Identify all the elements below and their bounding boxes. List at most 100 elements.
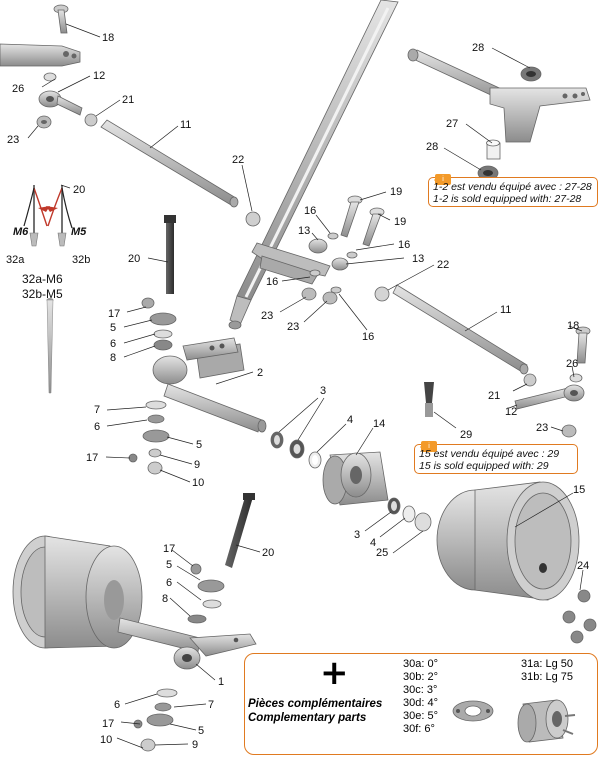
note-fr: 15 est vendu équipé avec : 29: [419, 448, 560, 460]
callout-22: 22: [437, 259, 449, 271]
callout-6: 6: [94, 421, 100, 433]
callout-15: 15: [573, 484, 585, 496]
callout-11: 11: [180, 119, 191, 131]
camber-item: 30b: 2°: [403, 671, 438, 683]
nut-21-top: [84, 113, 98, 127]
callout-2: 2: [257, 367, 263, 379]
camber-adapter-image: [452, 700, 494, 722]
note-en: 15 is sold equipped with: 29: [419, 460, 549, 472]
callout-7: 7: [94, 404, 100, 416]
nuts-24: [562, 589, 597, 644]
kingpin-20-b: [225, 493, 255, 568]
callout-8: 8: [110, 352, 116, 364]
callout-4: 4: [370, 537, 376, 549]
callout-32a: 32a: [6, 254, 25, 266]
callout-28: 28: [426, 141, 438, 153]
bolt-18-top: [53, 4, 69, 34]
callout-5: 5: [166, 559, 172, 571]
complementary-parts-box: + Pièces complémentaires Complementary p…: [244, 653, 598, 755]
callout-9: 9: [192, 739, 198, 751]
complementary-title-en: Complementary parts: [248, 712, 367, 724]
spindle-1: [117, 617, 257, 670]
callout-16: 16: [398, 239, 410, 251]
callout-17: 17: [163, 543, 175, 555]
note-en: 1-2 is sold equipped with: 27-28: [433, 193, 582, 205]
spindle-2: [152, 337, 267, 433]
washers-lower: [187, 563, 225, 624]
bolts-32: [23, 185, 73, 247]
bolt-label-m5: M5: [71, 226, 87, 238]
callout-25: 25: [376, 547, 388, 559]
bolts-19: [340, 195, 385, 247]
bearing-28-bottom: [477, 165, 499, 181]
washers-16: [309, 232, 358, 294]
callout-8: 8: [162, 593, 168, 605]
steering-arm-top-left: [0, 43, 81, 67]
rod-end-12-top: [38, 90, 83, 116]
callout-19: 19: [394, 216, 406, 228]
callout-21: 21: [122, 94, 134, 106]
camber-item: 30a: 0°: [403, 658, 438, 670]
bearing-28-top: [520, 66, 542, 82]
callout-27: 27: [446, 118, 458, 130]
bearings-3-4-25: [387, 497, 432, 532]
nut-23-right: [561, 424, 577, 438]
callout-12: 12: [93, 70, 105, 82]
callout-11: 11: [500, 304, 511, 316]
callout-labels: 18 26 12 21 23 11 28 27 28 22 20 32a 32b…: [6, 32, 589, 751]
camber-item: 30d: 4°: [403, 697, 438, 709]
callout-3: 3: [320, 385, 326, 397]
length-item: 31a: Lg 50: [521, 658, 573, 670]
camber-list: 30a: 0° 30b: 2° 30c: 3° 30d: 4° 30e: 5° …: [403, 658, 438, 736]
callout-16: 16: [304, 205, 316, 217]
length-list: 31a: Lg 50 31b: Lg 75: [521, 658, 573, 684]
callout-7: 7: [208, 699, 214, 711]
callout-13: 13: [298, 225, 310, 237]
wheel-rim-15: [436, 481, 580, 601]
callout-16: 16: [266, 276, 278, 288]
callout-23: 23: [261, 310, 273, 322]
hub-14: [322, 451, 389, 506]
note-sold-equipped-1-2: i 1-2 est vendu équipé avec : 27-28 1-2 …: [428, 174, 598, 207]
bolt-label-m6: M6: [13, 226, 29, 238]
washers-bottom: [133, 688, 178, 752]
callout-5: 5: [110, 322, 116, 334]
callout-32b: 32b: [72, 254, 90, 266]
callout-23: 23: [287, 321, 299, 333]
length-item: 31b: Lg 75: [521, 671, 573, 683]
callout-18: 18: [102, 32, 114, 44]
callout-10: 10: [100, 734, 112, 746]
callout-14: 14: [373, 418, 385, 430]
camber-item: 30f: 6°: [403, 723, 435, 735]
callout-22: 22: [232, 154, 244, 166]
camber-item: 30c: 3°: [403, 684, 438, 696]
callout-4: 4: [347, 414, 353, 426]
nut-21-right: [523, 373, 537, 387]
callout-29: 29: [460, 429, 472, 441]
callout-26: 26: [566, 358, 578, 370]
valve-29: [424, 382, 434, 417]
callout-6: 6: [110, 338, 116, 350]
complementary-title-fr: Pièces complémentaires: [248, 698, 383, 710]
callout-12: 12: [505, 406, 517, 418]
tie-rod-11-top: [100, 119, 239, 208]
bolt-caption-line1: 32a-M6: [22, 272, 63, 286]
hub-option-image: [517, 699, 576, 743]
callout-28: 28: [472, 42, 484, 54]
callout-19: 19: [390, 186, 402, 198]
spindle-top-right: [407, 48, 591, 143]
info-tag-icon: i: [420, 441, 437, 452]
callout-3: 3: [354, 529, 360, 541]
bushing-22-center: [374, 286, 390, 302]
callout-20: 20: [262, 547, 274, 559]
callout-17: 17: [102, 718, 114, 730]
callout-16: 16: [362, 331, 374, 343]
callout-13: 13: [412, 253, 424, 265]
bearings-3-4: [270, 431, 322, 469]
rod-end-12-right: [514, 384, 585, 410]
washers-left-upper: [141, 297, 177, 351]
callout-24: 24: [577, 560, 589, 572]
callout-1: 1: [218, 676, 224, 688]
callout-18: 18: [567, 320, 579, 332]
cotter-pin: [46, 298, 54, 394]
